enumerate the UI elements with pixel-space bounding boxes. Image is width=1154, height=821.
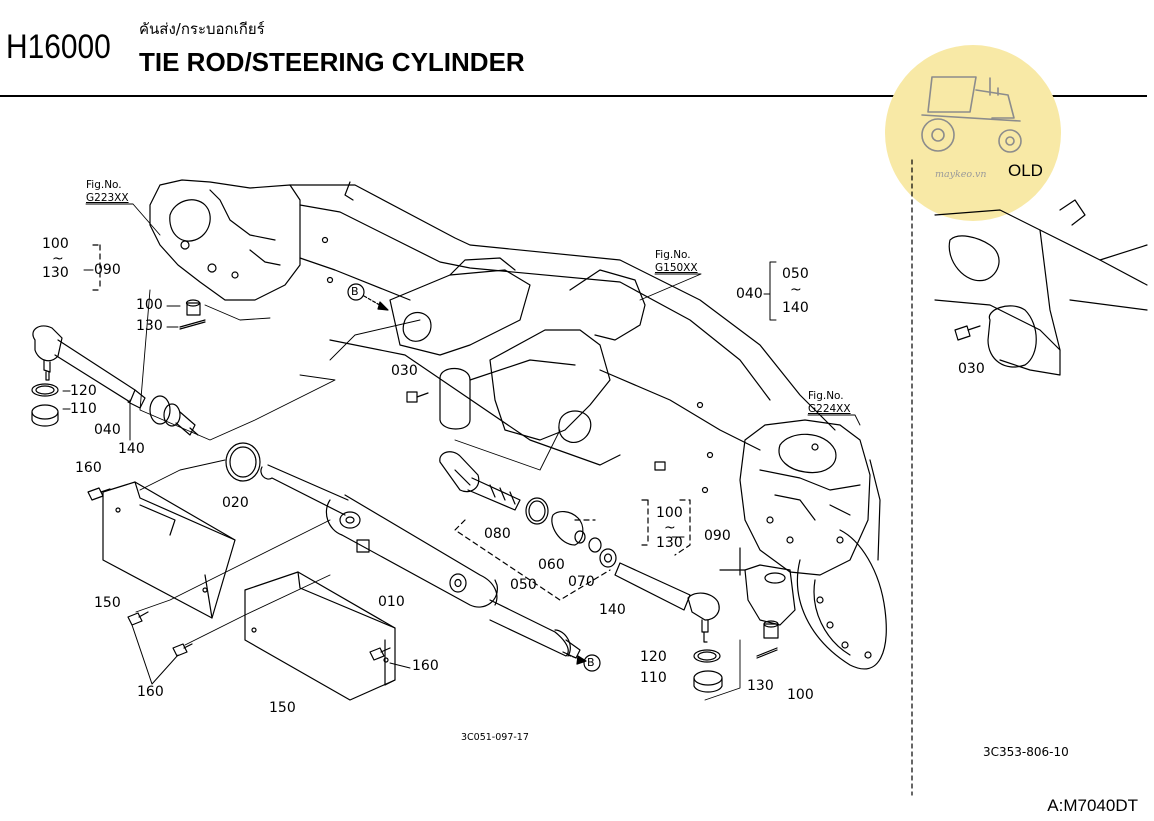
leader-box-left (139, 289, 336, 441)
arrow-b-top (347, 283, 389, 311)
leader-line (184, 574, 331, 646)
part-label-090: 090 (704, 528, 731, 544)
cotter-pin-130-left (179, 319, 206, 330)
part-label-040: 040 (736, 286, 763, 302)
part-label-130: 130 (136, 318, 163, 334)
cylinder-cover-150-right (244, 571, 396, 701)
dashed-group-050 (454, 519, 611, 601)
snap-ring-020 (225, 442, 261, 482)
seal-ring-120-right (693, 649, 721, 663)
circlip-070 (588, 537, 602, 553)
drawing-number-left: 3C051-097-17 (461, 732, 529, 743)
boot-060 (551, 511, 586, 546)
arrow-b-bottom (567, 654, 601, 672)
callout-b-top: B (351, 285, 359, 298)
part-label-010: 010 (378, 594, 405, 610)
leader-line (454, 429, 561, 471)
dust-boot-110-right (693, 670, 723, 693)
range-tilde: ~ (664, 520, 676, 536)
part-label-080: 080 (484, 526, 511, 542)
callout-b-bottom: B (587, 656, 595, 669)
part-label-140: 140 (118, 441, 145, 457)
o-ring-080 (525, 497, 549, 525)
part-label-040: 040 (94, 422, 121, 438)
fig-label: Fig.No. (655, 249, 691, 261)
nut-100-right (763, 620, 779, 639)
watermark-disc (885, 45, 1061, 221)
part-label-100: 100 (42, 236, 69, 252)
part-label-020: 020 (222, 495, 249, 511)
part-label-160: 160 (137, 684, 164, 700)
leader-line (204, 304, 271, 321)
tie-rod-left (32, 325, 199, 436)
page-title: TIE ROD/STEERING CYLINDER (139, 47, 525, 77)
front-axle-housing (149, 179, 887, 670)
detail-view-bracket (934, 199, 1148, 376)
tractor-icon (921, 76, 1022, 153)
range-tilde: ~ (790, 282, 802, 298)
part-label-060: 060 (538, 557, 565, 573)
part-label-030: 030 (391, 363, 418, 379)
bolt-160 (172, 643, 193, 657)
leader-line (704, 639, 741, 701)
fig-label: Fig.No. (808, 390, 844, 402)
range-tilde: ~ (52, 251, 64, 267)
dust-boot-110-left (31, 404, 59, 427)
fig-ref-g224xx: G224XX (808, 403, 851, 415)
nut-140-right (599, 548, 617, 568)
bolt-160 (127, 611, 149, 626)
nut-100-left (185, 299, 201, 316)
part-label-100: 100 (787, 687, 814, 703)
part-label-120: 120 (640, 649, 667, 665)
part-label-150: 150 (94, 595, 121, 611)
leader-line (139, 459, 226, 491)
part-label-100: 100 (656, 505, 683, 521)
tie-rod-right (614, 499, 720, 643)
part-label-130: 130 (42, 265, 69, 281)
ball-joint-050 (439, 451, 521, 511)
part-label-100: 100 (136, 297, 163, 313)
part-label-120: 120 (70, 383, 97, 399)
part-label-110: 110 (70, 401, 97, 417)
bolt-160 (87, 487, 111, 501)
model-code: A:M7040DT (1047, 796, 1138, 815)
watermark-old-badge: OLD (1008, 161, 1043, 180)
part-label-130: 130 (747, 678, 774, 694)
part-label-050: 050 (782, 266, 809, 282)
part-label-110: 110 (640, 670, 667, 686)
drawing-number-right: 3C353-806-10 (983, 745, 1069, 759)
watermark-site: maykeo.vn (935, 169, 987, 180)
leader-line (329, 319, 421, 361)
fig-ref-g150xx: G150XX (655, 262, 698, 274)
header-rule (0, 95, 1147, 97)
part-label-130: 130 (656, 535, 683, 551)
seal-ring-120-left (31, 383, 59, 397)
bolt-030 (406, 391, 429, 403)
cotter-pin-130-right (756, 647, 778, 659)
part-label-070: 070 (568, 574, 595, 590)
dashed-bracket (92, 244, 101, 291)
part-label-090: 090 (94, 262, 121, 278)
part-label-050: 050 (510, 577, 537, 593)
part-label-150: 150 (269, 700, 296, 716)
part-label-160: 160 (412, 658, 439, 674)
subtitle-thai: คันส่ง/กระบอกเกียร์ (139, 20, 265, 38)
section-code: H16000 (6, 28, 111, 66)
steering-cylinder-010 (260, 464, 581, 659)
part-label-140: 140 (599, 602, 626, 618)
fig-ref-g223xx: G223XX (86, 192, 129, 204)
cylinder-cover-150-left (102, 481, 236, 619)
part-label-160: 160 (75, 460, 102, 476)
part-label-140: 140 (782, 300, 809, 316)
part-label-030: 030 (958, 361, 985, 377)
fig-label: Fig.No. (86, 179, 122, 191)
leader-line (135, 519, 331, 613)
callout-lines-160 (131, 624, 179, 685)
